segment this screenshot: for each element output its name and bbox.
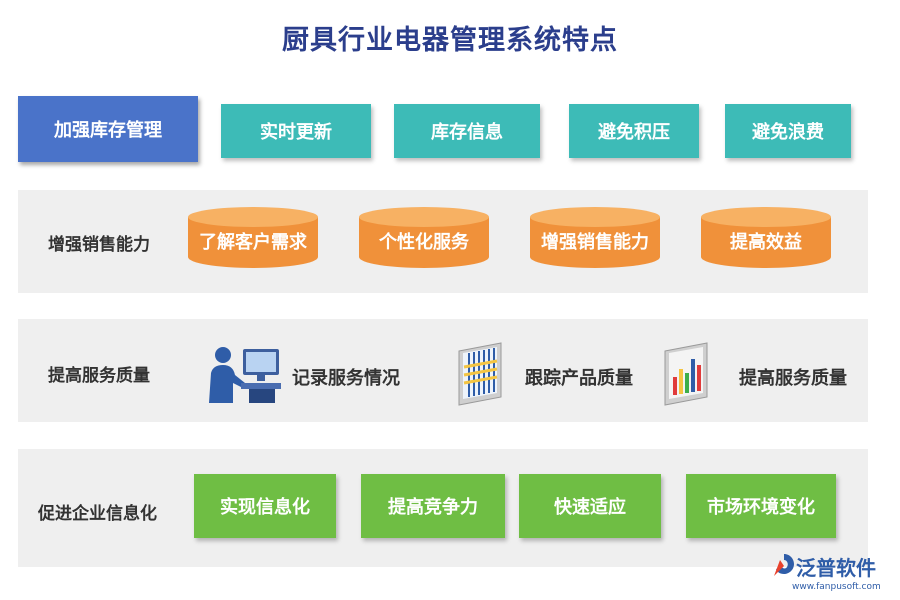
logo-url: www.fanpusoft.com: [792, 582, 881, 592]
cylinder-sales-ability[interactable]: 增强销售能力: [528, 205, 662, 269]
feature-fast-adapt[interactable]: 快速适应: [519, 474, 661, 538]
row-label-inventory[interactable]: 加强库存管理: [18, 96, 198, 162]
service-record: 记录服务情况: [292, 368, 400, 389]
page-title: 厨具行业电器管理系统特点: [282, 25, 618, 56]
feature-competitiveness[interactable]: 提高竞争力: [361, 474, 505, 538]
feature-inventory-info[interactable]: 库存信息: [394, 104, 540, 158]
feature-informatization[interactable]: 实现信息化: [194, 474, 336, 538]
feature-avoid-waste[interactable]: 避免浪费: [725, 104, 851, 158]
track-product-quality: 跟踪产品质量: [525, 368, 633, 389]
fanpu-logo-icon: [774, 554, 794, 576]
bar-chart-icon: [661, 341, 713, 411]
panel-service: [18, 319, 868, 422]
cylinder-label: 增强销售能力: [541, 232, 649, 253]
logo-name: 泛普软件: [796, 556, 876, 580]
barcode-chart-icon: [455, 341, 507, 411]
cylinder-personalized-service[interactable]: 个性化服务: [357, 205, 491, 269]
cylinder-label: 提高效益: [730, 232, 802, 253]
feature-avoid-backlog[interactable]: 避免积压: [569, 104, 699, 158]
cylinder-label: 了解客户需求: [199, 232, 307, 253]
feature-market-change[interactable]: 市场环境变化: [686, 474, 836, 538]
feature-realtime-update[interactable]: 实时更新: [221, 104, 371, 158]
row-label-service: 提高服务质量: [48, 366, 150, 386]
fanpu-logo: 泛普软件 www.fanpusoft.com: [772, 552, 897, 598]
row-label-sales: 增强销售能力: [48, 235, 150, 255]
improve-service-quality: 提高服务质量: [739, 368, 847, 389]
cylinder-label: 个性化服务: [379, 232, 469, 253]
computer-user-icon: [205, 345, 285, 411]
row-label-informatization: 促进企业信息化: [38, 504, 157, 524]
cylinder-customer-needs[interactable]: 了解客户需求: [186, 205, 320, 269]
cylinder-improve-benefit[interactable]: 提高效益: [699, 205, 833, 269]
